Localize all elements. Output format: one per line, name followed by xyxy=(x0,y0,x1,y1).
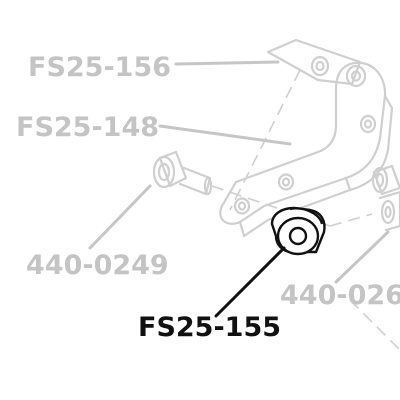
axis-line-lower xyxy=(349,299,400,351)
label-440-0249: 440-0249 xyxy=(26,250,169,281)
leader-fs25-148 xyxy=(158,124,292,146)
part-440-0249-bolt xyxy=(152,150,213,196)
label-fs25-155: FS25-155 xyxy=(138,312,281,343)
leader-fs25-156 xyxy=(174,60,280,66)
label-fs25-148: FS25-148 xyxy=(16,112,159,143)
leader-440-0249 xyxy=(88,184,152,250)
label-440-026: 440-026 xyxy=(280,280,400,311)
leader-440-026 xyxy=(334,230,390,284)
part-fs25-155-spacer xyxy=(270,206,326,256)
leader-fs25-155 xyxy=(214,246,286,318)
label-fs25-156: FS25-156 xyxy=(28,52,171,83)
part-fs25-156-pin xyxy=(266,38,362,86)
part-440-026-bolt xyxy=(371,164,400,232)
axis-line-right xyxy=(329,213,373,227)
